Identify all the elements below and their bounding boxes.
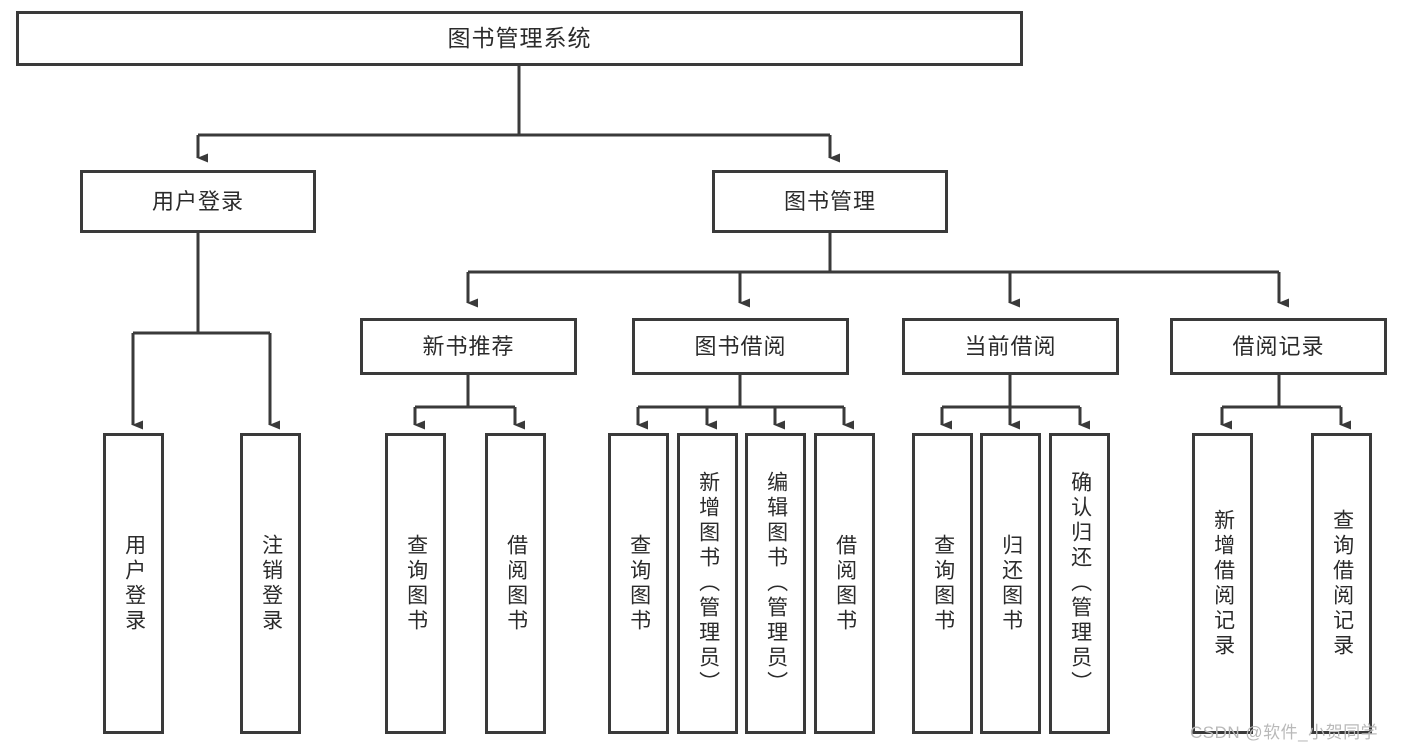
node-user-login[interactable]: 用户登录 bbox=[80, 170, 316, 233]
node-label: 图书管理 bbox=[783, 188, 876, 214]
node-new-book-recommend[interactable]: 新书推荐 bbox=[360, 318, 577, 375]
node-leaf-borrow-book-recommend[interactable]: 借阅图书 bbox=[485, 433, 546, 734]
node-label: 归还图书 bbox=[999, 533, 1023, 634]
node-label: 确认归还（管理员） bbox=[1068, 471, 1092, 696]
node-leaf-borrow-book[interactable]: 借阅图书 bbox=[814, 433, 875, 734]
edges-user-login-to-leaves bbox=[131, 233, 280, 430]
edges-borrow-record-to-leaves bbox=[1220, 375, 1351, 430]
node-label: 查询借阅记录 bbox=[1330, 508, 1354, 659]
csdn-watermark: CSDN @软件_小贺同学 bbox=[1190, 723, 1379, 742]
node-leaf-query-borrow-record[interactable]: 查询借阅记录 bbox=[1311, 433, 1372, 734]
node-label: 用户登录 bbox=[151, 188, 244, 214]
node-label: 图书管理系统 bbox=[447, 25, 592, 52]
node-label: 查询图书 bbox=[404, 533, 428, 634]
node-label: 新增借阅记录 bbox=[1211, 508, 1235, 659]
edges-new-book-to-leaves bbox=[413, 375, 525, 430]
node-leaf-add-book-admin[interactable]: 新增图书（管理员） bbox=[677, 433, 738, 734]
node-label: 借阅图书 bbox=[504, 533, 528, 634]
node-leaf-query-book-borrow[interactable]: 查询图书 bbox=[608, 433, 669, 734]
node-label: 借阅图书 bbox=[833, 533, 857, 634]
edges-book-borrow-to-leaves bbox=[636, 375, 854, 430]
node-label: 用户登录 bbox=[122, 533, 146, 634]
node-leaf-edit-book-admin[interactable]: 编辑图书（管理员） bbox=[745, 433, 806, 734]
edges-root-to-level2 bbox=[196, 66, 840, 163]
node-leaf-query-book-recommend[interactable]: 查询图书 bbox=[385, 433, 446, 734]
node-borrow-record[interactable]: 借阅记录 bbox=[1170, 318, 1387, 375]
node-leaf-return-book[interactable]: 归还图书 bbox=[980, 433, 1041, 734]
node-book-management[interactable]: 图书管理 bbox=[712, 170, 948, 233]
node-current-borrow[interactable]: 当前借阅 bbox=[902, 318, 1119, 375]
node-label: 当前借阅 bbox=[964, 333, 1057, 359]
node-leaf-confirm-return-admin[interactable]: 确认归还（管理员） bbox=[1049, 433, 1110, 734]
node-root-book-management-system[interactable]: 图书管理系统 bbox=[16, 11, 1023, 66]
node-leaf-add-borrow-record[interactable]: 新增借阅记录 bbox=[1192, 433, 1253, 734]
node-label: 查询图书 bbox=[627, 533, 651, 634]
node-leaf-logout[interactable]: 注销登录 bbox=[240, 433, 301, 734]
node-label: 注销登录 bbox=[259, 533, 283, 634]
node-label: 新增图书（管理员） bbox=[696, 471, 720, 696]
node-label: 图书借阅 bbox=[694, 333, 787, 359]
node-label: 编辑图书（管理员） bbox=[764, 471, 788, 696]
node-label: 借阅记录 bbox=[1232, 333, 1325, 359]
edges-book-mgmt-to-level3 bbox=[466, 233, 1289, 308]
node-label: 新书推荐 bbox=[422, 333, 515, 359]
node-book-borrow[interactable]: 图书借阅 bbox=[632, 318, 849, 375]
edges-current-borrow-to-leaves bbox=[940, 375, 1090, 430]
node-leaf-query-book-current[interactable]: 查询图书 bbox=[912, 433, 973, 734]
node-label: 查询图书 bbox=[931, 533, 955, 634]
node-leaf-user-login[interactable]: 用户登录 bbox=[103, 433, 164, 734]
